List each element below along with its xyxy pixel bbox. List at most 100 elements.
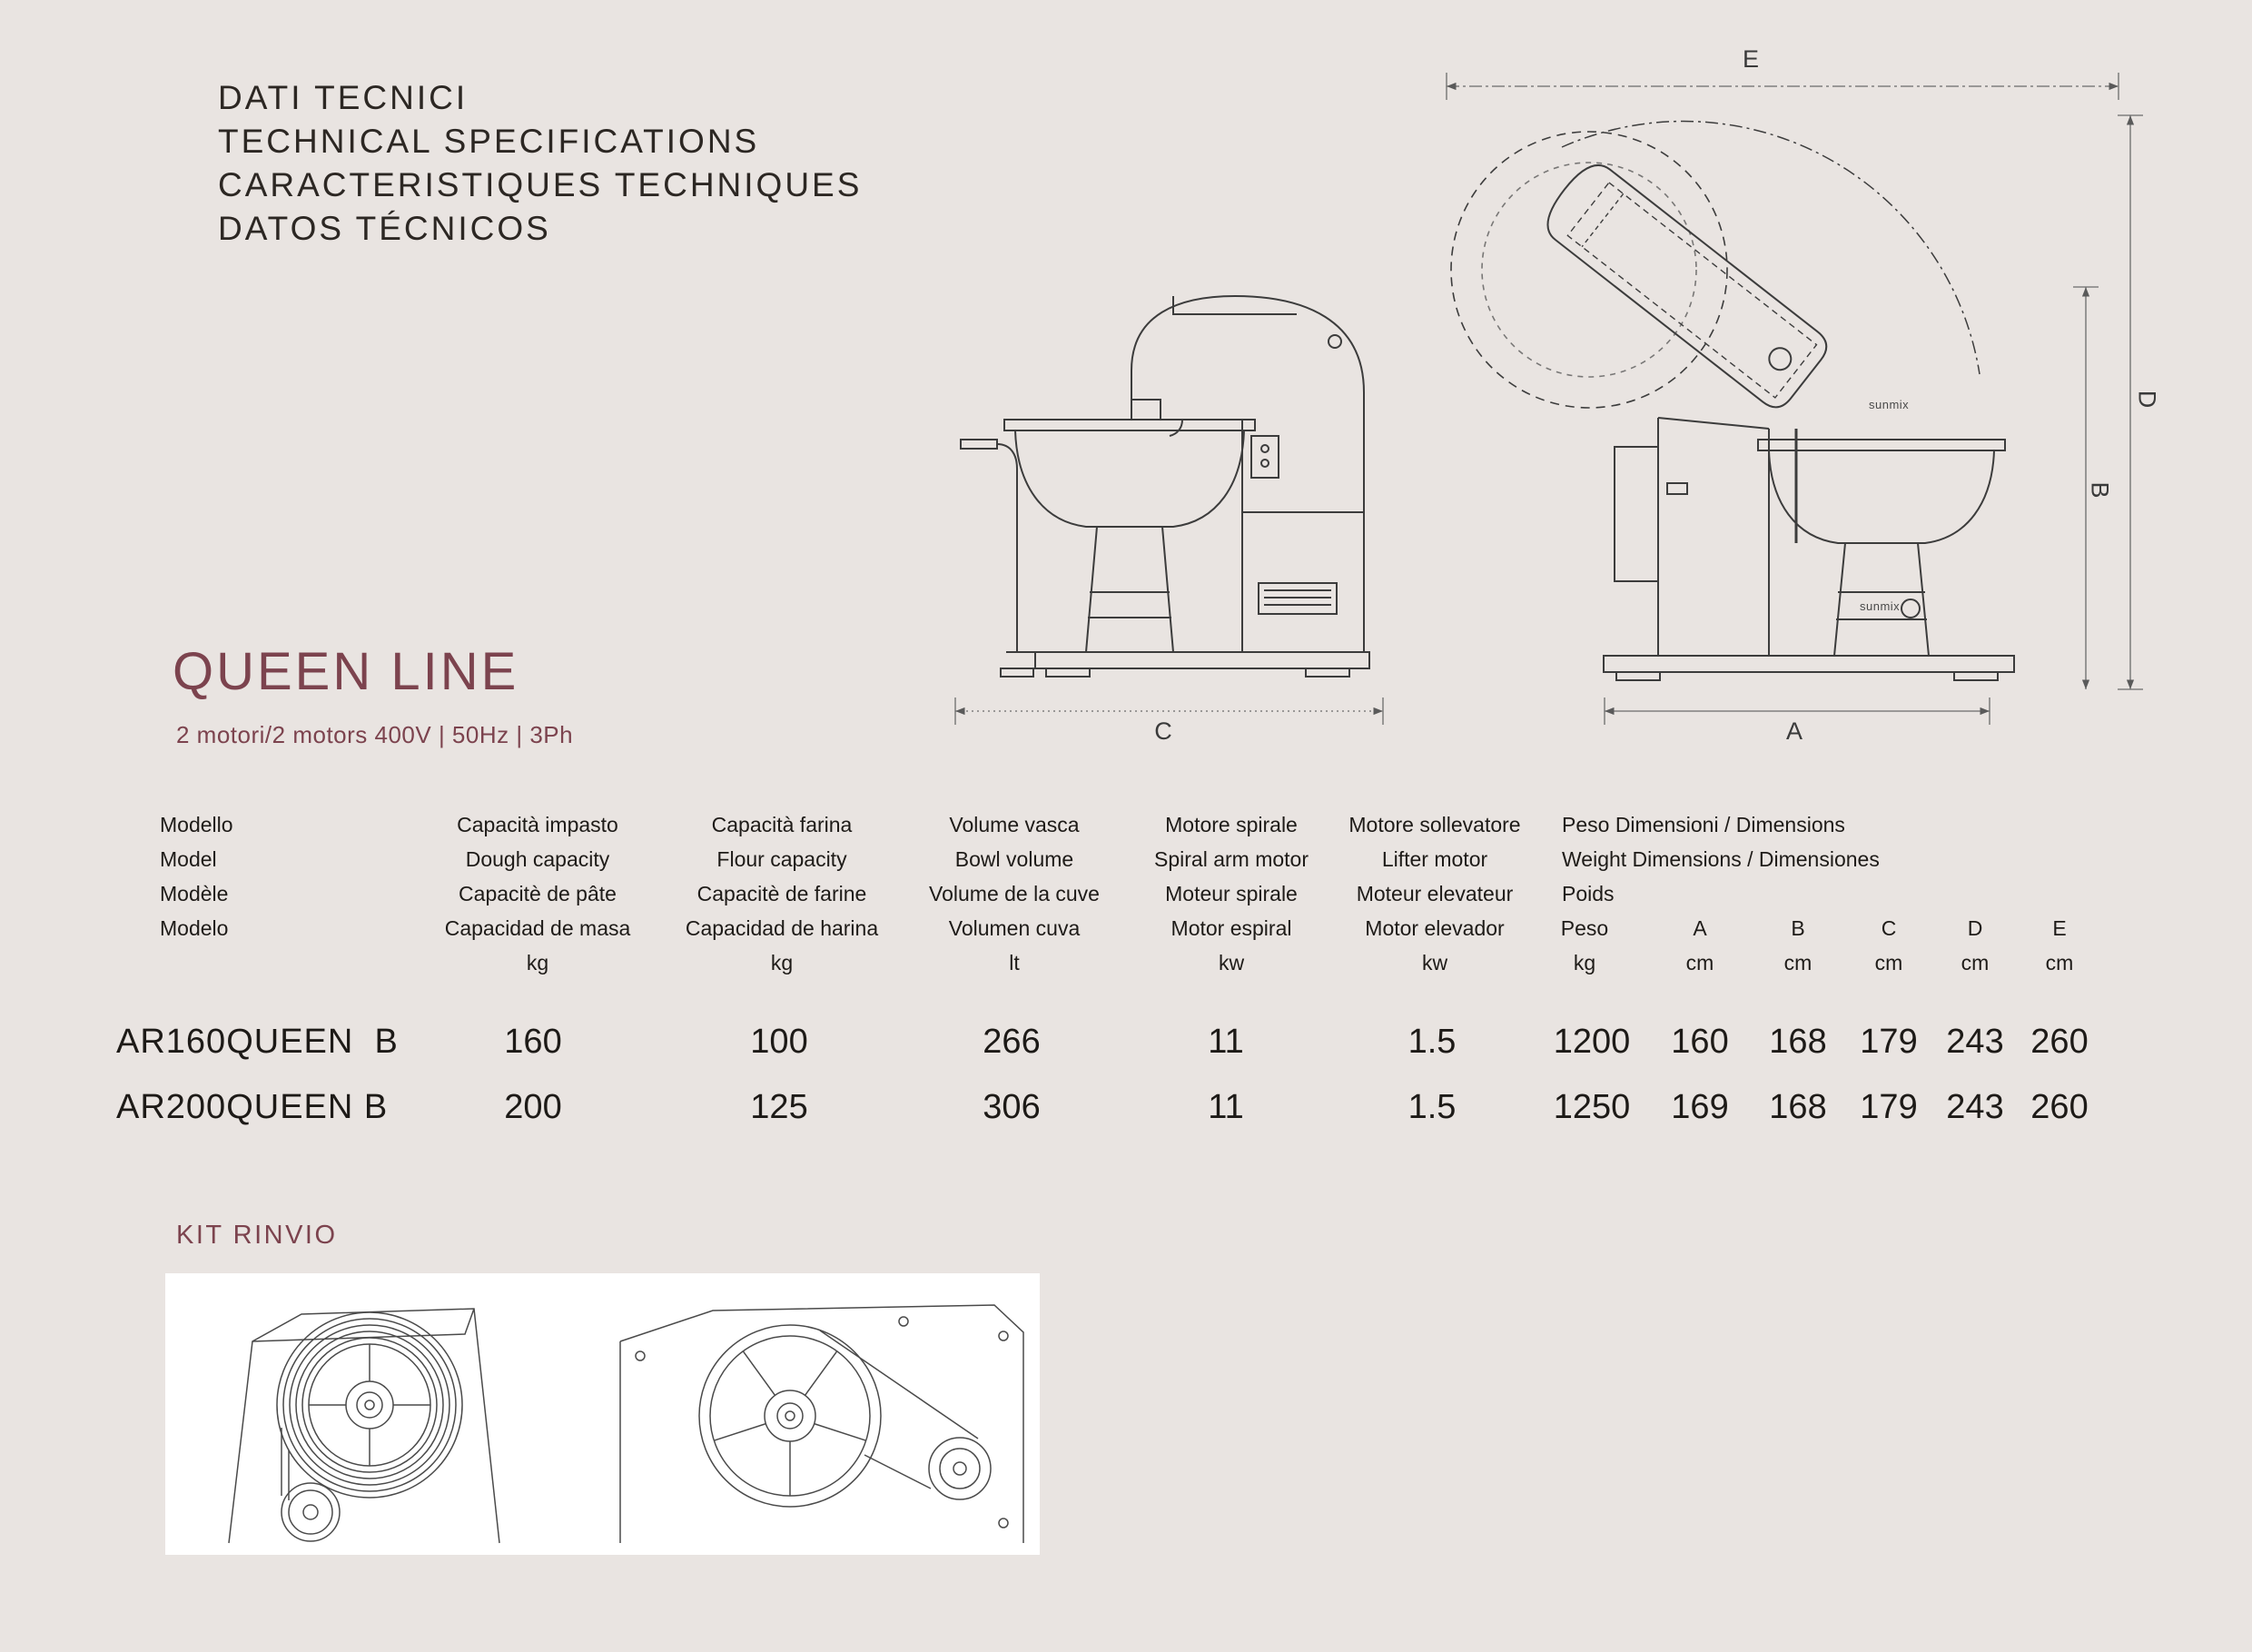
cell-dough-capacity: 160 <box>504 1023 562 1061</box>
header-line: Motor elevador <box>1365 916 1505 940</box>
header-line: Bowl volume <box>954 847 1074 871</box>
subheader-d: D <box>1967 916 1983 940</box>
page-title-line-en: TECHNICAL SPECIFICATIONS <box>218 123 760 160</box>
head-rotation-envelope <box>1450 131 1728 409</box>
cell-dim-c: 179 <box>1860 1088 1918 1126</box>
header-unit: kw <box>1218 951 1245 974</box>
unit-peso-kg: kg <box>1573 951 1596 974</box>
column-header-lifter-motor: Motore sollevatore Lifter motor Moteur e… <box>1312 807 1557 980</box>
header-line: Capacidad de harina <box>685 916 879 940</box>
cell-model: AR200QUEEN B <box>116 1088 389 1126</box>
header-line: Modelo <box>160 916 229 940</box>
subheader-peso: Peso <box>1560 916 1609 940</box>
dim-label-a: A <box>1785 717 1803 745</box>
mixer-bowl <box>1003 419 1256 653</box>
header-line: Motore sollevatore <box>1348 813 1521 836</box>
cell-spiral-motor: 11 <box>1208 1088 1244 1126</box>
column-header-dough-capacity: Capacità impasto Dough capacity Capacitè… <box>401 807 674 980</box>
cell-spiral-motor: 11 <box>1208 1023 1244 1061</box>
cell-weight: 1200 <box>1553 1023 1631 1061</box>
cell-model: AR160QUEEN B <box>116 1023 399 1061</box>
kit-rinvio-title: KIT RINVIO <box>176 1221 338 1250</box>
mixer-base <box>1603 655 2015 681</box>
header-line: Weight Dimensions / Dimensiones <box>1562 847 1880 871</box>
kit-rinvio-images <box>165 1273 1040 1555</box>
header-unit: lt <box>1009 951 1020 974</box>
cell-dim-d: 243 <box>1946 1088 2004 1126</box>
unit-b-cm: cm <box>1783 951 1812 974</box>
bowl-lift-arm <box>960 439 1035 653</box>
column-header-spiral-motor: Motore spirale Spiral arm motor Moteur s… <box>1109 807 1354 980</box>
header-unit: kw <box>1421 951 1448 974</box>
subheader-c: C <box>1881 916 1897 940</box>
page-title-line-it: DATI TECNICI <box>218 79 469 116</box>
cell-dim-b: 168 <box>1769 1023 1827 1061</box>
header-line: Capacitè de pâte <box>459 882 617 905</box>
cell-dim-a: 169 <box>1671 1088 1729 1126</box>
page-title-line-es: DATOS TÉCNICOS <box>218 210 551 247</box>
tilted-head <box>1546 163 1828 409</box>
header-line: Moteur elevateur <box>1356 882 1514 905</box>
cell-flour-capacity: 125 <box>750 1088 808 1126</box>
column-header-bowl-volume: Volume vasca Bowl volume Volume de la cu… <box>892 807 1137 980</box>
kit-pulley-belt-drawing <box>228 1308 500 1544</box>
dim-label-c: C <box>1154 717 1172 745</box>
header-line: Capacità farina <box>711 813 853 836</box>
header-unit: kg <box>526 951 549 974</box>
header-line: Modello <box>160 813 233 836</box>
header-line: Volume de la cuve <box>929 882 1100 905</box>
header-line: Modèle <box>160 882 229 905</box>
cell-dim-a: 160 <box>1671 1023 1729 1061</box>
unit-e-cm: cm <box>2045 951 2074 974</box>
brand-logo-head: sunmix <box>1869 398 1910 411</box>
column-header-model: Modello Model Modèle Modelo <box>160 807 432 945</box>
header-line: Poids <box>1562 882 1615 905</box>
header-line: Motor espiral <box>1170 916 1292 940</box>
mixer-body <box>1241 392 1365 652</box>
header-line: Flour capacity <box>716 847 847 871</box>
header-line: Model <box>160 847 217 871</box>
brand-logo-pedestal: sunmix <box>1860 599 1901 613</box>
header-line: Lifter motor <box>1381 847 1488 871</box>
page-title: DATI TECNICI TECHNICAL SPECIFICATIONS CA… <box>218 76 862 251</box>
product-line-title: QUEEN LINE <box>173 642 519 701</box>
mixer-tilted-head-drawing <box>1450 120 2015 681</box>
header-line: Spiral arm motor <box>1154 847 1309 871</box>
header-line: Volumen cuva <box>948 916 1081 940</box>
subheader-b: B <box>1791 916 1805 940</box>
header-line: Capacità impasto <box>457 813 618 836</box>
header-line: Volume vasca <box>949 813 1080 836</box>
kit-spoked-wheel-drawing <box>619 1304 1024 1543</box>
header-line: Moteur spirale <box>1165 882 1298 905</box>
header-line: Peso Dimensioni / Dimensions <box>1562 813 1845 836</box>
header-line: Capacitè de farine <box>696 882 867 905</box>
cell-dim-e: 260 <box>2030 1088 2089 1126</box>
dim-label-b: B <box>2086 481 2114 499</box>
dimension-lines-svg <box>954 73 2143 725</box>
header-line: Motore spirale <box>1165 813 1298 836</box>
product-line-subtitle: 2 motori/2 motors 400V | 50Hz | 3Ph <box>176 721 574 748</box>
cell-dim-e: 260 <box>2030 1023 2089 1061</box>
unit-d-cm: cm <box>1961 951 1990 974</box>
cell-dim-d: 243 <box>1946 1023 2004 1061</box>
page-title-line-fr: CARACTERISTIQUES TECHNIQUES <box>218 166 863 203</box>
cell-dim-c: 179 <box>1860 1023 1918 1061</box>
cell-weight: 1250 <box>1553 1088 1631 1126</box>
dim-label-d: D <box>2133 390 2161 409</box>
subheader-a: A <box>1693 916 1707 940</box>
unit-a-cm: cm <box>1685 951 1714 974</box>
cell-dough-capacity: 200 <box>504 1088 562 1126</box>
head-swing-arc <box>1561 120 1980 375</box>
cell-flour-capacity: 100 <box>750 1023 808 1061</box>
header-line: Dough capacity <box>465 847 610 871</box>
cell-dim-b: 168 <box>1769 1088 1827 1126</box>
dim-label-e: E <box>1742 45 1759 73</box>
mixer-working-position-drawing <box>960 294 1370 678</box>
column-header-flour-capacity: Capacità farina Flour capacity Capacitè … <box>646 807 918 980</box>
mixer-bowl <box>1757 439 2006 657</box>
header-unit: kg <box>770 951 794 974</box>
subheader-e: E <box>2052 916 2067 940</box>
cell-lifter-motor: 1.5 <box>1408 1088 1457 1126</box>
header-line: Capacidad de masa <box>444 916 631 940</box>
